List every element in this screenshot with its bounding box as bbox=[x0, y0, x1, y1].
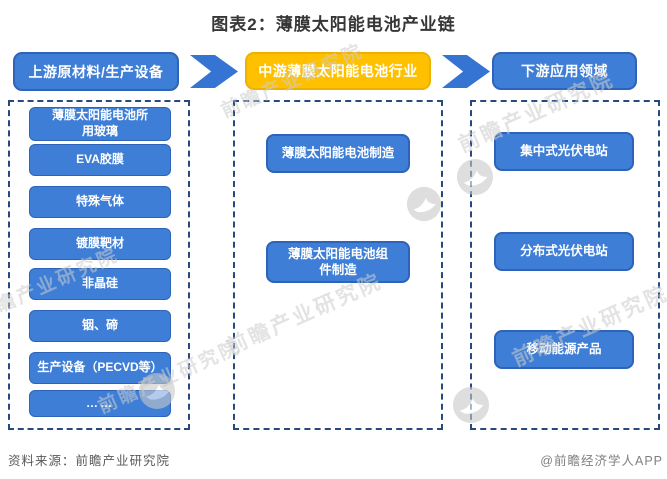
midstream-item: 薄膜太阳能电池制造 bbox=[266, 134, 410, 173]
flow-stage-midstream: 中游薄膜太阳能电池行业 bbox=[245, 52, 431, 90]
upstream-item: 铟、碲 bbox=[29, 310, 171, 342]
upstream-column: 薄膜太阳能电池所用玻璃 EVA胶膜 特殊气体 镀膜靶材 非晶硅 铟、碲 生产设备… bbox=[8, 100, 190, 430]
source-note: 资料来源：前瞻产业研究院 bbox=[8, 454, 171, 468]
flow-stage-downstream: 下游应用领域 bbox=[492, 52, 637, 90]
upstream-item: …… bbox=[29, 390, 171, 417]
upstream-item: 非晶硅 bbox=[29, 268, 171, 300]
upstream-item: EVA胶膜 bbox=[29, 144, 171, 176]
upstream-item: 特殊气体 bbox=[29, 186, 171, 218]
midstream-column: 薄膜太阳能电池制造 薄膜太阳能电池组件制造 bbox=[233, 100, 443, 430]
credit-note: @前瞻经济学人APP bbox=[540, 454, 663, 468]
upstream-item: 生产设备（PECVD等） bbox=[29, 352, 171, 384]
upstream-item: 镀膜靶材 bbox=[29, 228, 171, 260]
downstream-item: 集中式光伏电站 bbox=[494, 132, 634, 171]
flow-arrow-icon bbox=[190, 55, 238, 88]
upstream-item: 薄膜太阳能电池所用玻璃 bbox=[29, 107, 171, 141]
downstream-item: 移动能源产品 bbox=[494, 330, 634, 369]
flow-stage-upstream: 上游原材料/生产设备 bbox=[13, 52, 179, 91]
midstream-item: 薄膜太阳能电池组件制造 bbox=[266, 241, 410, 283]
flow-arrow-icon bbox=[442, 55, 490, 88]
downstream-item: 分布式光伏电站 bbox=[494, 232, 634, 271]
page-title: 图表2：薄膜太阳能电池产业链 bbox=[211, 15, 456, 34]
downstream-column: 集中式光伏电站 分布式光伏电站 移动能源产品 bbox=[470, 100, 660, 430]
